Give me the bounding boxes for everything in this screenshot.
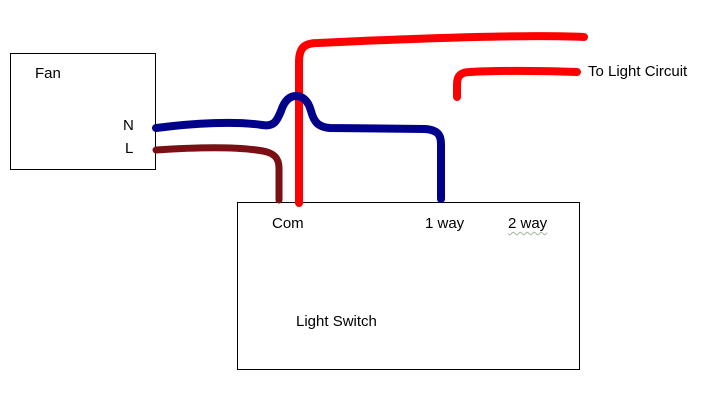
switch-terminal-2way-label: 2 way [508, 215, 548, 232]
to-light-circuit-label: To Light Circuit [588, 63, 688, 80]
fan-box: Fan N L [10, 53, 156, 170]
maroon-live-wire-fan-to-com [152, 144, 283, 204]
fan-box-title: Fan [35, 65, 61, 82]
fan-terminal-l-label: L [125, 140, 134, 157]
light-switch-title: Light Switch [296, 313, 377, 330]
red-wire-to-light-circuit [453, 66, 581, 101]
blue-neutral-wire-fan-to-1way [152, 92, 445, 203]
light-switch-box: Com 1 way 2 way Light Switch [237, 202, 580, 370]
switch-terminal-com-label: Com [272, 215, 304, 232]
red-live-wire-com-to-top [295, 32, 588, 207]
switch-terminal-1way-label: 1 way [425, 215, 465, 232]
fan-terminal-n-label: N [123, 117, 134, 134]
